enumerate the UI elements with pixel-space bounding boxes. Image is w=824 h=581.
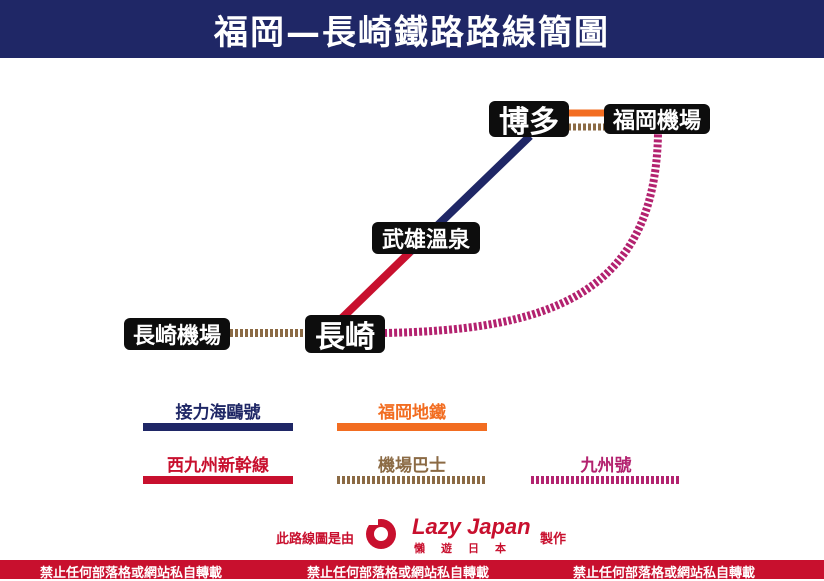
footer-notice: 禁止任何部落格或網站私自轉載 <box>307 566 490 581</box>
legend-line-relay-kamome <box>143 423 293 431</box>
route-kyushu-go <box>383 133 662 337</box>
footer-notice: 禁止任何部落格或網站私自轉載 <box>573 566 756 581</box>
legend-label-nishi-kyushu-shinkansen: 西九州新幹線 <box>167 456 269 476</box>
legend-line-fukuoka-subway <box>337 423 487 431</box>
station-hakata: 博多 <box>489 101 569 140</box>
legend-line-airport-bus <box>337 476 487 484</box>
brand-name: Lazy Japan <box>412 514 531 539</box>
credit-suffix: 製作 <box>540 532 567 547</box>
footer-notice: 禁止任何部落格或網站私自轉載 <box>40 566 223 581</box>
station-nagasaki-airport: 長崎機場 <box>124 318 230 350</box>
lazy-japan-logo-icon <box>366 519 396 549</box>
legend-label-fukuoka-subway: 福岡地鐵 <box>378 403 446 423</box>
brand-subtitle: 懶遊日本 <box>414 542 522 555</box>
station-fukuoka-airport: 福岡機場 <box>604 104 710 134</box>
legend-line-kyushu-go <box>531 476 681 484</box>
station-nagasaki: 長崎 <box>305 315 385 355</box>
credit: 此路線圖是由 Lazy Japan 懶遊日本 製作 <box>0 514 824 555</box>
page-title: 福岡—長崎鐵路路線簡圖 <box>0 0 824 58</box>
footer-banner: 禁止任何部落格或網站私自轉載 禁止任何部落格或網站私自轉載 禁止任何部落格或網站… <box>0 560 824 581</box>
route-nishi-kyushu-shinkansen <box>337 249 413 323</box>
credit-prefix: 此路線圖是由 <box>276 532 355 547</box>
legend-line-nishi-kyushu-shinkansen <box>143 476 293 484</box>
legend-label-airport-bus: 機場巴士 <box>378 456 446 476</box>
legend-label-relay-kamome: 接力海鷗號 <box>175 403 261 423</box>
station-takeo-onsen: 武雄溫泉 <box>372 222 480 254</box>
legend-label-kyushu-go: 九州號 <box>580 456 632 476</box>
